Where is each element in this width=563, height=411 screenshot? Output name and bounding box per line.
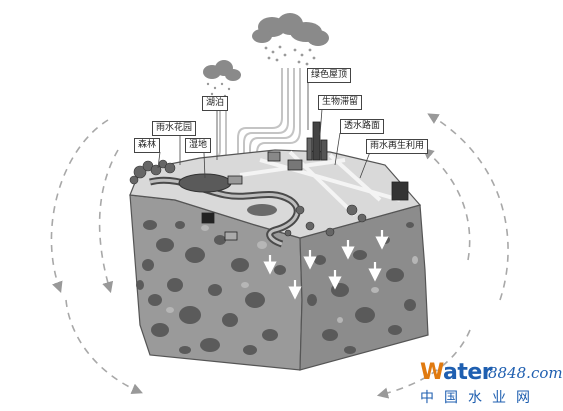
wetland-pond (247, 204, 277, 216)
watermark-brand-prefix: W (420, 360, 443, 385)
soil-pores-light (166, 225, 418, 323)
right-circulation-arrows (376, 113, 509, 399)
label-green-roof: 绿色屋顶 (307, 68, 352, 83)
raindrops-icon (206, 45, 316, 98)
cloud-large-icon (252, 13, 329, 46)
diagram-svg (50, 13, 509, 399)
sponge-city-diagram: 湖泊 雨水花园 森林 湿地 绿色屋顶 生物滞留 透水路面 雨水再生利用 Wate… (50, 13, 563, 408)
cloud-small-icon (203, 60, 241, 81)
label-pointer-lines (157, 82, 371, 179)
label-forest: 森林 (134, 138, 161, 153)
watermark-chinese: 中国水业网 (420, 390, 540, 406)
building-icons (201, 121, 409, 241)
tree-icons (129, 159, 367, 237)
watermark-brand-rest: ater (442, 360, 493, 385)
watermark-number: 8848.com (488, 364, 563, 382)
label-lake: 湖泊 (202, 96, 229, 111)
label-permeable-pavement: 透水路面 (340, 119, 385, 134)
infiltration-arrows (263, 230, 389, 300)
watermark-logo: Water 8848.com 中国水业网 (418, 360, 563, 408)
left-circulation-arrows (50, 119, 143, 395)
label-wetland: 湿地 (185, 138, 212, 153)
label-rain-garden: 雨水花园 (152, 121, 197, 136)
watermark-brand: Water (420, 360, 493, 385)
soil-pores (136, 220, 416, 355)
tower-building (312, 121, 321, 161)
label-rainwater-reuse: 雨水再生利用 (366, 139, 429, 154)
label-bioretention: 生物滞留 (318, 95, 363, 110)
